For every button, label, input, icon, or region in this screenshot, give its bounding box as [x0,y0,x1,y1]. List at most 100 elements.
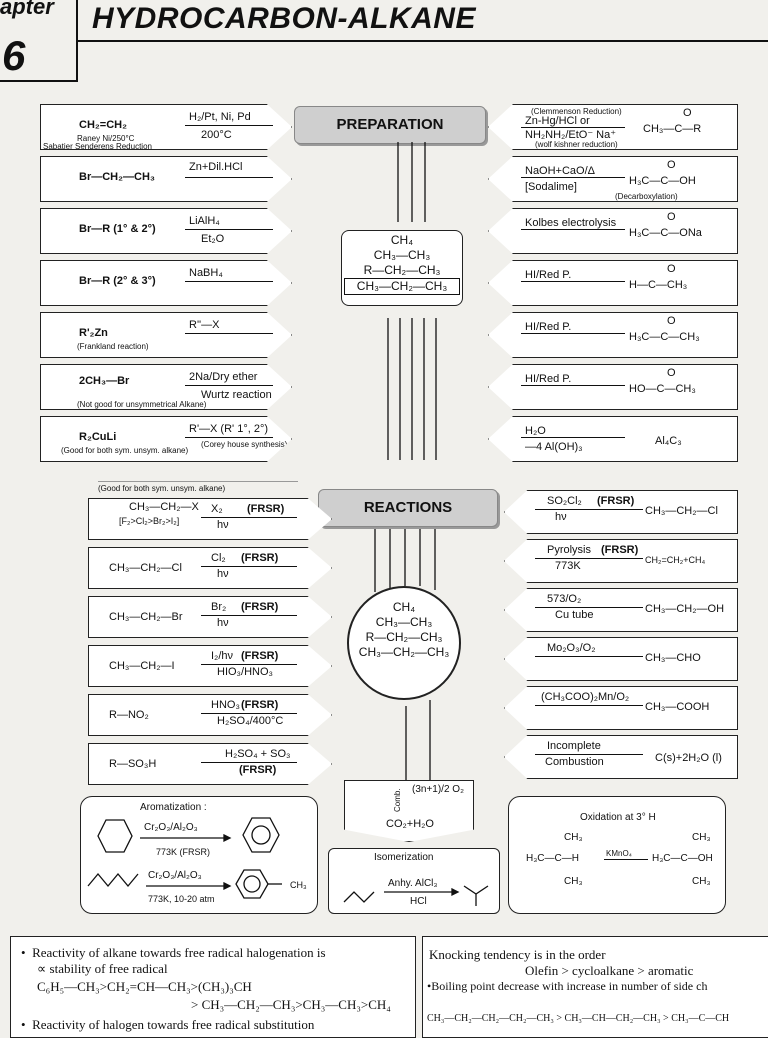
rxn-condition: hν [217,617,229,629]
rxn-center-ethane: CH₃—CH₃ [375,615,433,629]
center-alkane: R—CH₂—CH₃ [363,263,441,277]
preparation-center-box: CH₄ CH₃—CH₃ R—CH₂—CH₃ CH₃—CH₂—CH₃ [341,230,463,306]
rxn-right-arrow [535,656,643,657]
prep-reagent: LiAlH₄ [189,215,220,227]
rxn-right-product: C(s)+2H₂O (l) [655,752,722,764]
carbonyl-oxygen: O [683,107,692,119]
note-right-3: •Boiling point decrease with increase in… [427,979,708,993]
prep-arrow-line [185,385,273,386]
aromatization-box [80,796,318,914]
prep-reagent: 2Na/Dry ether [189,371,258,383]
rxn-right-below: hν [555,511,567,523]
prep-note: (Frankland reaction) [77,342,149,351]
rxn-reagent: HNO₃ [211,699,240,711]
prep-note: (Not good for unsymmetrical Alkane) [77,400,207,409]
preparation-badge: PREPARATION [294,106,486,144]
prep-arrow-line [185,437,273,438]
prep-right-product: H₃C—C—OH [629,175,696,187]
prep-right-top: (Clemmenson Reduction) [531,107,622,116]
rxn-right-tag: (FRSR) [601,544,639,556]
prep-right-below: [Sodalime] [525,181,577,193]
oxidation-title: Oxidation at 3° H [580,812,656,823]
aromatization-structures [87,817,282,899]
prep-arrow-line [185,229,273,230]
overlap-note: (Good for both sym. unsym. alkane) [98,481,298,495]
prep-reactant: Br—CH₂—CH₃ [79,171,155,183]
rxn-condition: HIO₃/HNO₃ [217,666,274,678]
prep-reagent: R'—X (R' 1°, 2°) [189,423,269,435]
oxidation-arrow [604,859,648,860]
rxn-reagent: Cl₂ [211,552,226,564]
arom-reagent-1: Cr₂O₃/Al₂O₃ [144,822,198,833]
prep-reagent: H₂/Pt, Ni, Pd [189,111,251,123]
isomerization-structures [343,885,489,906]
rxn-condition: hν [217,519,229,531]
prep-right-reagent: HI/Red P. [525,321,572,333]
butane-chain-icon [343,891,375,903]
prep-right-arrow [521,177,625,178]
prep-right-product: Al₄C₃ [655,435,682,447]
prep-condition: Wurtz reaction [201,389,272,401]
rxn-arrow-line [201,566,297,567]
rxn-right-product: CH₃—CH₂—Cl [645,505,718,517]
rxn-right-product: CH₃—COOH [645,701,710,713]
rxn-right-product: CH₂=CH₂+CH₄ [645,555,706,565]
rxn-center-propane: CH₃—CH₂—CH₃ [358,645,450,659]
prep-reactant: R₂CuLi [79,431,117,443]
rxn-product: CH₃—CH₂—Br [109,611,183,623]
prep-right-arrow [521,385,625,386]
rxn-right-arrow [535,509,643,510]
benzene-ring-icon [242,817,280,853]
rxn-product: CH₃—CH₂—X [129,501,199,513]
rxn-right-product: CH₃—CHO [645,652,701,664]
rxn-product: R—SO₃H [109,758,157,770]
prep-right-product: H₃C—C—ONa [629,227,702,239]
note-right-4: CH₃—CH₂—CH₂—CH₂—CH₃ > CH₃—CH—CH₂—CH₃ > C… [427,1013,730,1024]
prep-right-note: (Decarboxylation) [615,192,678,201]
title-underline [76,40,768,42]
prep-note: (Good for both sym. unsym. alkane) [61,446,189,455]
prep-right-reagent: Kolbes electrolysis [525,217,617,229]
note-left-4: > CH₃—CH₂—CH₃>CH₃—CH₃>CH₄ [191,997,391,1012]
rxn-right-below: Combustion [545,756,604,768]
combustion-side-label: Comb. [393,788,402,812]
prep-arrow-line [185,281,273,282]
rxn-reagent: X₂ [211,503,223,515]
isomerization-title: Isomerization [374,852,434,863]
rxn-reagent: H₂SO₄ + SO₃ [225,748,291,760]
rxn-arrow-line [201,713,297,714]
prep-right-arrow [521,437,625,438]
rxn-right-reagent: Incomplete [547,740,601,752]
prep-right-below: —4 Al(OH)₃ [525,441,583,453]
prep-condition: 200°C [201,129,232,141]
prep-right-arrow [521,229,625,230]
rxn-arrow-line [201,517,297,518]
note-left-3: C₆H₅—CH₃>CH₂=CH—CH₃>(CH₃)₃CH [37,979,252,994]
center-ethane: CH₃—CH₃ [373,248,431,262]
chapter-number: 6 [2,32,26,79]
prep-right-below: NH₂NH₂/EtO⁻ Na⁺ [525,129,617,141]
prep-arrow-line [185,177,273,178]
rxn-tag: (FRSR) [241,552,279,564]
rxn-right-arrow [535,558,643,559]
prep-right-arrow [521,127,625,128]
rxn-tag: (FRSR) [241,650,279,662]
carbonyl-oxygen: O [667,367,676,379]
prep-right-note: (wolf kishner reduction) [535,140,618,149]
prep-reactant: R'₂Zn [79,327,108,339]
rxn-left-row: CH₃—CH₂—X[F₂>Cl₂>Br₂>I₂]X₂(FRSR)hν [88,498,332,540]
rxn-arrow-line [201,664,297,665]
arom-product-methyl: CH₃ [290,880,307,890]
prep-right-product: HO—C—CH₃ [629,383,696,395]
toluene-ring-icon [235,869,269,899]
oxidation-reagent: KMnO₄ [606,849,632,858]
